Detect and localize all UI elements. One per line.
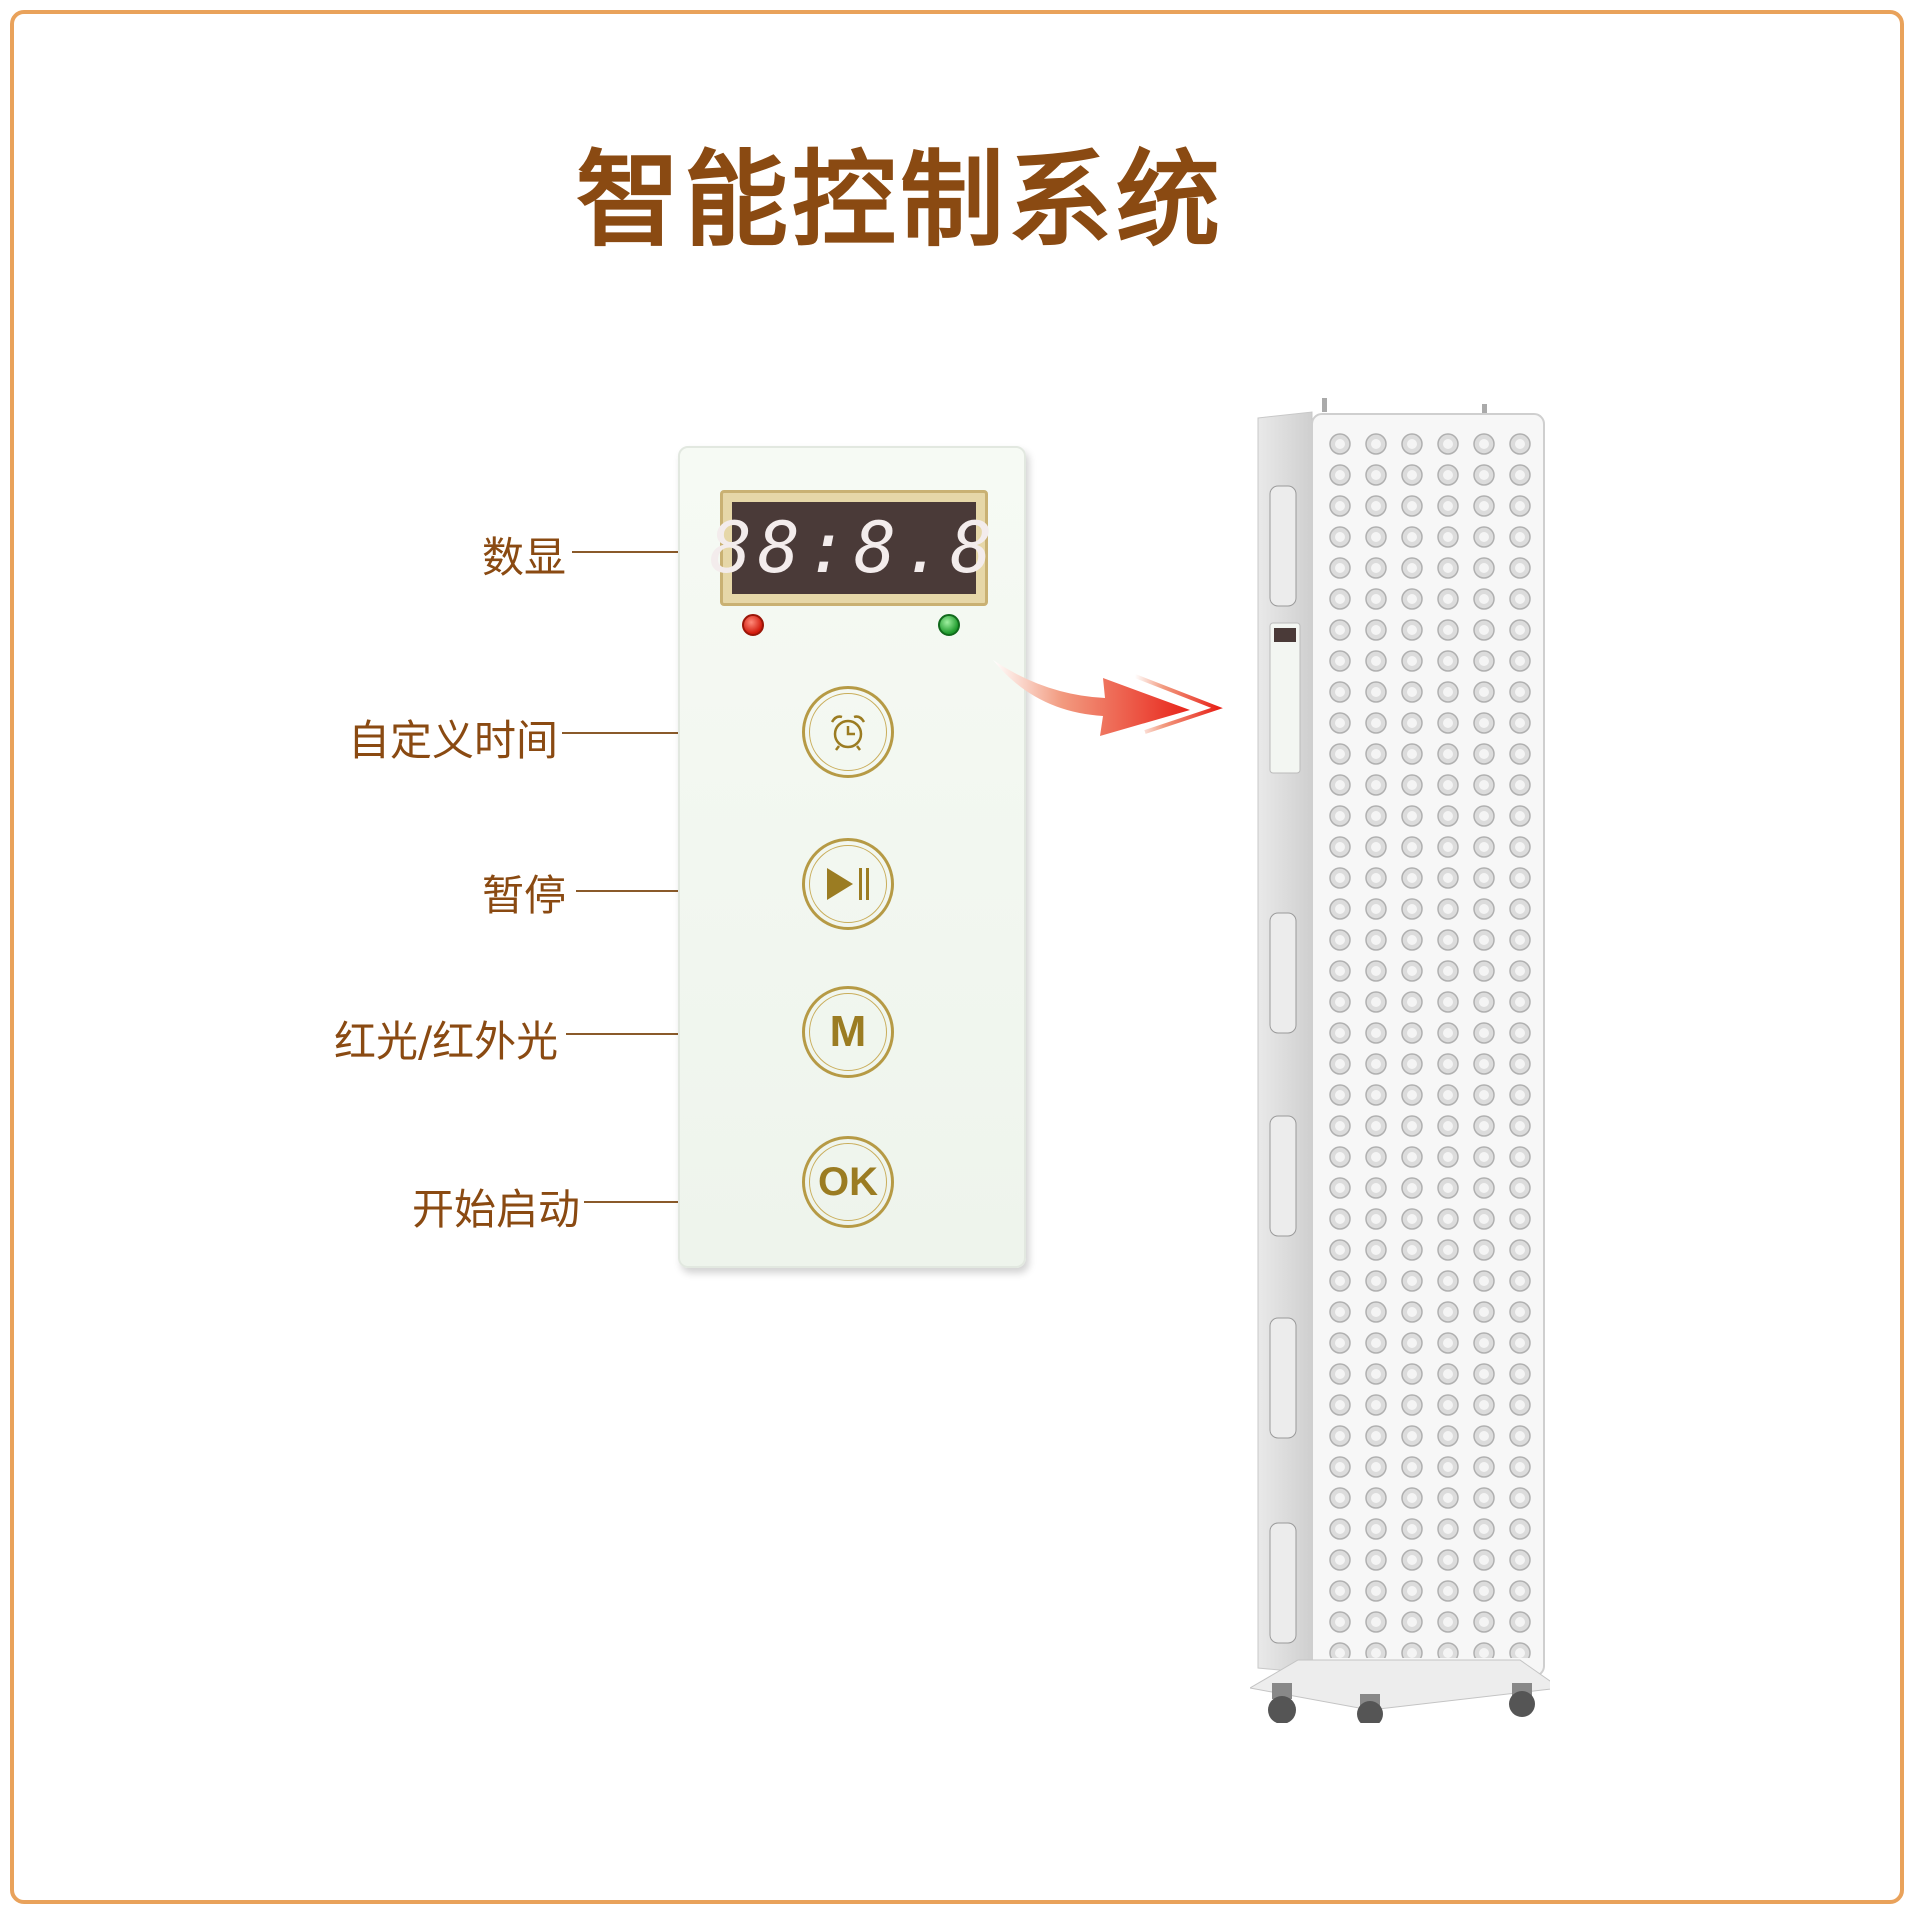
red-indicator-led [742,614,764,636]
label-display: 数显 [482,533,567,582]
control-panel: 88:8.8 M OK [678,446,1026,1268]
start-button-label: OK [818,1159,878,1204]
custom-time-button[interactable] [802,686,894,778]
page-title: 智能控制系统 [575,139,1224,261]
light-therapy-device [1250,398,1550,1723]
leader-display [572,551,710,553]
pause-button[interactable] [802,838,894,930]
label-start: 开始启动 [412,1185,581,1234]
outer-frame [10,10,1904,1904]
leader-custom-time [562,732,782,734]
label-custom-time: 自定义时间 [348,716,559,765]
play-pause-icon [827,868,869,900]
alarm-clock-icon [830,715,866,751]
mode-button-label: M [829,1007,867,1056]
green-indicator-led [938,614,960,636]
arrow-icon [993,660,1223,736]
start-button[interactable]: OK [802,1136,894,1228]
display-digits: 88:8.8 [709,507,999,589]
digital-display: 88:8.8 [710,490,992,606]
mode-button[interactable]: M [802,986,894,1078]
display-screen: 88:8.8 [710,502,992,594]
label-mode: 红光/红外光 [334,1017,559,1066]
label-pause: 暂停 [482,871,567,920]
